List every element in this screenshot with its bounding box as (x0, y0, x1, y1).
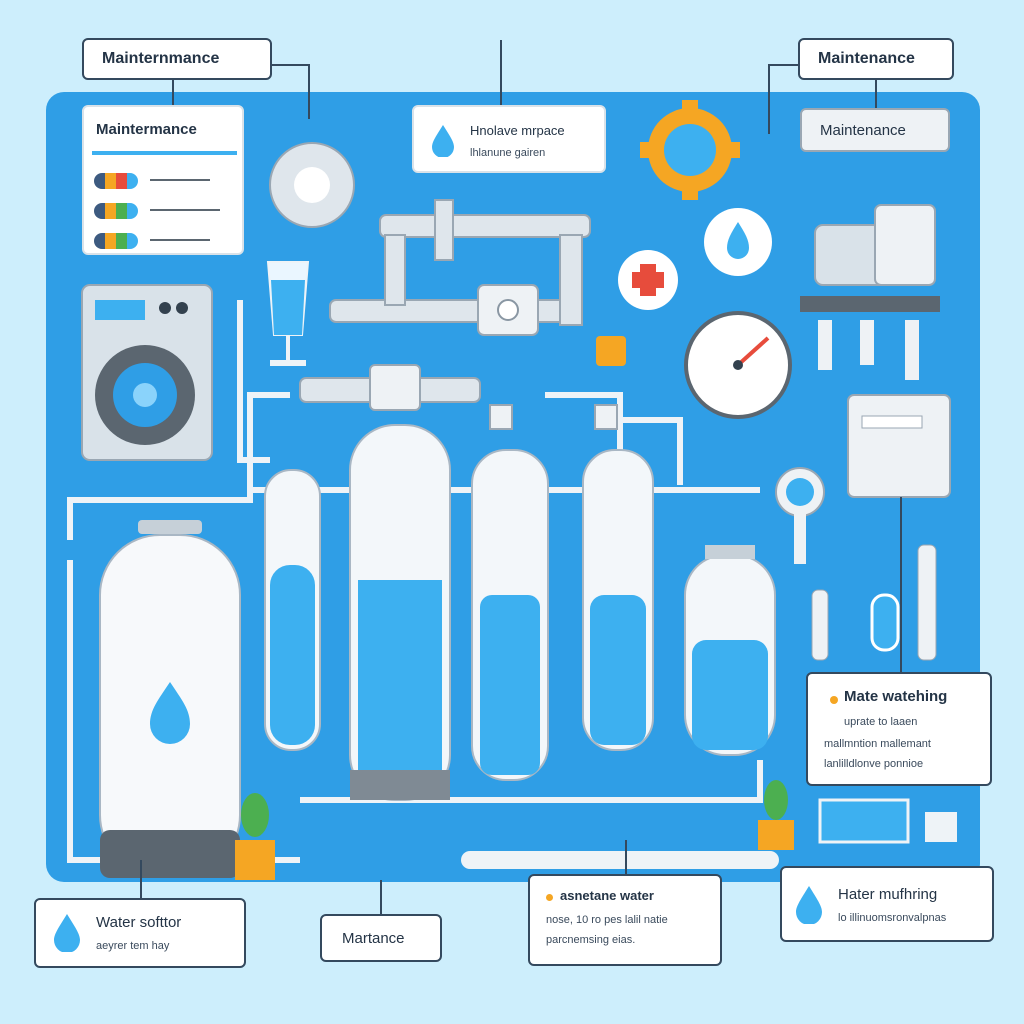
leader-line (875, 78, 877, 108)
callout-bottom-mid: Martance (320, 914, 442, 962)
callout-bottom-right: Hater mufhring lo illinuomsronvalpnas (780, 866, 994, 942)
status-pill (94, 233, 138, 249)
callout-bottom-left: Water softtor aeyrer tem hay (34, 898, 246, 968)
callout-subtitle: aeyrer tem hay (96, 940, 170, 952)
callout-title: Hater mufhring (838, 886, 938, 903)
callout-line: nose, 10 ro pes lalil natie (546, 914, 668, 926)
key-icon (775, 467, 825, 564)
filter-column-3 (471, 449, 549, 781)
callout-line: mallmntion mallemant (824, 738, 931, 750)
callout-title: asnetane water (560, 888, 654, 903)
callout-line: uprate to laaen (844, 716, 918, 728)
screen-icon (818, 798, 910, 844)
callout-title: Maintenance (818, 50, 915, 67)
pump-icon (800, 204, 940, 380)
plant-icon (235, 780, 794, 880)
filter-column-5 (684, 545, 776, 756)
water-drop-icon (54, 914, 80, 952)
callout-top-left: Mainternmance (82, 38, 272, 80)
callout-bottom-center: asnetane water nose, 10 ro pes lalil nat… (528, 874, 722, 966)
filter-column-1 (264, 469, 321, 751)
first-aid-icon (618, 250, 678, 310)
status-pill (94, 203, 138, 219)
block-icon (925, 812, 957, 842)
callout-title: Mate watehing (844, 688, 948, 705)
callout-title: Martance (342, 930, 405, 947)
water-drop-icon (727, 222, 749, 259)
callout-title: Maintenance (820, 122, 906, 139)
leader-line (500, 40, 502, 105)
water-drop-badge (704, 208, 772, 276)
callout-subtitle: lhlanune gairen (470, 147, 546, 159)
callout-right-info: Mate watehing uprate to laaen mallmntion… (806, 672, 992, 786)
text-line (150, 179, 210, 181)
callout-top-right: Maintenance (798, 38, 954, 80)
text-line (150, 209, 220, 211)
tag-icon (596, 336, 626, 366)
control-box-icon (847, 394, 951, 498)
water-drop-icon (796, 886, 822, 924)
overhead-manifold (299, 199, 618, 430)
callout-line: parcnemsing eias. (546, 934, 636, 946)
callout-top-center: Hnolave mrpace lhlanune gairen (412, 105, 606, 173)
callout-title: Hnolave mrpace (470, 123, 565, 138)
water-drop-icon (432, 125, 454, 157)
maintenance-card: Maintermance (82, 105, 244, 255)
callout-title: Mainternmance (102, 50, 220, 67)
leader-line (380, 880, 382, 915)
text-line (150, 239, 210, 241)
leader-line (900, 497, 902, 672)
washing-machine-icon (81, 284, 213, 461)
leader-line (172, 78, 174, 110)
water-softener-tank (99, 520, 241, 878)
filter-column-2 (349, 424, 451, 801)
bullet-dot (546, 894, 553, 901)
card-divider (92, 151, 237, 155)
status-pill (94, 173, 138, 189)
leader-line (140, 860, 142, 898)
callout-title: Water softtor (96, 914, 182, 931)
dial-icon (269, 142, 355, 228)
callout-subtitle: lo illinuomsronvalpnas (838, 912, 947, 924)
leader-line (768, 64, 770, 134)
callout-panel-right: Maintenance (800, 108, 950, 152)
callout-line: lanlilldlonve ponnioe (824, 758, 924, 770)
water-drop-icon (150, 682, 190, 744)
capsule-icon (870, 593, 900, 652)
bullet-dot (830, 696, 838, 704)
filter-column-4 (582, 449, 654, 751)
leader-line (768, 64, 800, 66)
glass-icon (266, 261, 310, 366)
pressure-gauge-icon (684, 311, 792, 419)
wrench-icon (811, 544, 937, 661)
leader-line (308, 64, 310, 119)
gear-icon (640, 100, 740, 200)
card-title: Maintermance (96, 121, 197, 138)
leader-line (625, 840, 627, 875)
leader-line (272, 64, 310, 66)
